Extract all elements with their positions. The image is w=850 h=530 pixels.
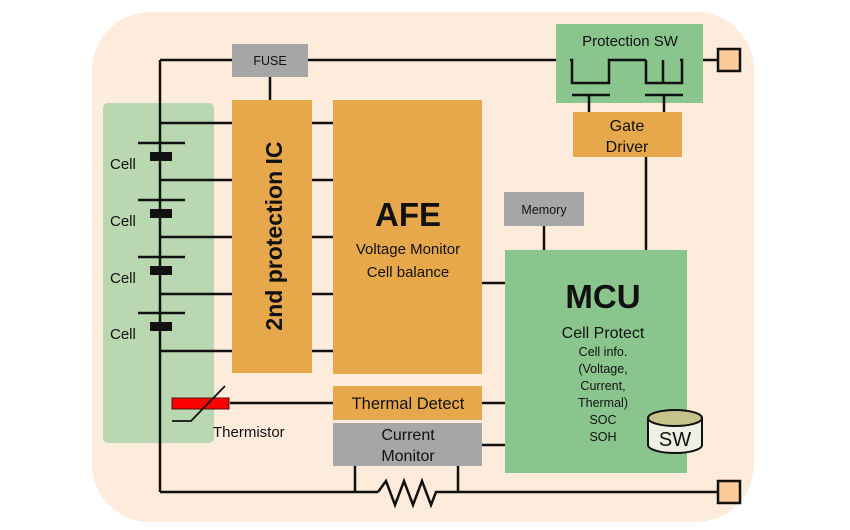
mcu-line: SOC	[589, 413, 616, 427]
memory-label: Memory	[521, 203, 567, 217]
mcu-line: SOH	[589, 430, 616, 444]
wiring	[158, 58, 718, 494]
mcu-block: MCU Cell Protect Cell info. (Voltage, Cu…	[505, 250, 703, 473]
mcu-line: Current,	[580, 379, 625, 393]
thermal-detect-label: Thermal Detect	[352, 395, 465, 413]
mcu-line: Thermal)	[578, 396, 628, 410]
mcu-title: MCU	[565, 278, 640, 315]
cell-label: Cell	[110, 213, 136, 230]
mosfet-icon	[570, 58, 646, 112]
cell-symbol: Cell	[110, 198, 185, 230]
afe-block: AFE Voltage Monitor Cell balance	[333, 100, 482, 374]
afe-title: AFE	[375, 196, 441, 233]
second-protection-ic-label: 2nd protection IC	[261, 141, 287, 330]
gate-driver-line: Gate	[610, 118, 645, 135]
current-monitor-line: Monitor	[381, 448, 435, 465]
positive-terminal	[716, 47, 742, 73]
software-database-icon: SW	[647, 409, 703, 454]
fuse-block: FUSE	[232, 44, 308, 77]
mcu-line: Cell info.	[579, 345, 628, 359]
protection-sw-label: Protection SW	[582, 33, 679, 50]
thermal-detect-block: Thermal Detect	[333, 386, 482, 420]
mcu-subtitle: Cell Protect	[562, 325, 645, 342]
cell-symbol: Cell	[110, 311, 185, 343]
current-monitor-line: Current	[381, 427, 435, 444]
mosfet-icon	[644, 58, 684, 112]
afe-line: Cell balance	[367, 264, 450, 281]
cell-symbol: Cell	[110, 141, 185, 173]
thermistor-icon: Thermistor	[171, 385, 285, 441]
second-protection-ic-block: 2nd protection IC	[232, 100, 312, 373]
gate-driver-line: Driver	[606, 139, 649, 156]
shunt-resistor-icon	[376, 477, 442, 509]
mcu-line: (Voltage,	[578, 362, 627, 376]
sw-label: SW	[659, 429, 691, 451]
cell-label: Cell	[110, 270, 136, 287]
current-monitor-block: Current Monitor	[333, 423, 482, 466]
memory-block: Memory	[504, 192, 584, 226]
fuse-label: FUSE	[253, 54, 286, 68]
cell-label: Cell	[110, 156, 136, 173]
afe-line: Voltage Monitor	[356, 241, 460, 258]
cell-label: Cell	[110, 326, 136, 343]
thermistor-label: Thermistor	[213, 424, 285, 441]
negative-terminal	[716, 479, 742, 505]
protection-sw-block: Protection SW	[556, 24, 703, 112]
cell-symbol: Cell	[110, 255, 185, 287]
cell-stack: Cell Cell Cell Cell	[110, 141, 185, 343]
gate-driver-block: Gate Driver	[573, 112, 682, 157]
